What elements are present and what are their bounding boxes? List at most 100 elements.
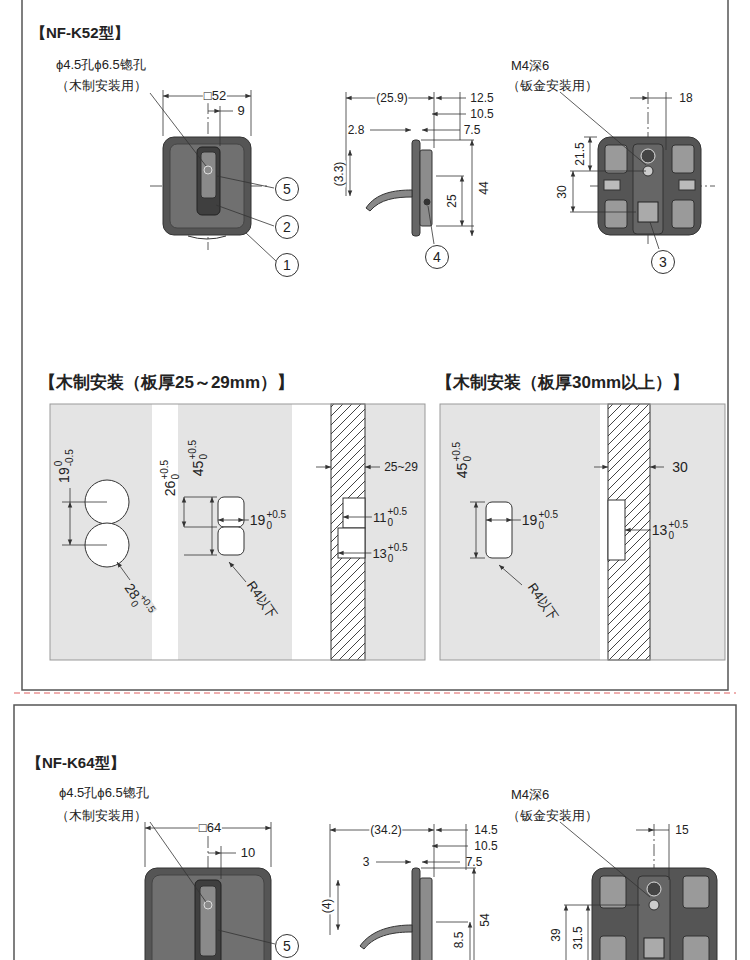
label: 【NF-K52型】: [30, 25, 130, 41]
label: 7.5: [463, 124, 482, 137]
dimension: 19+0.50: [521, 510, 559, 531]
label: （钣金安装用）: [506, 809, 599, 823]
label-text: M4深6: [511, 59, 549, 73]
label-text: 30: [672, 460, 688, 475]
tolerance: +0.50: [188, 440, 209, 460]
label: 44: [478, 180, 491, 195]
label-text: 30: [556, 185, 569, 198]
dimension-value: 19: [250, 513, 266, 528]
label: （木制安装用）: [55, 809, 148, 823]
label-text: □64: [199, 821, 221, 835]
label-text: 3: [363, 856, 370, 869]
label: 【木制安装（板厚30mm以上）】: [435, 374, 690, 392]
label-text: ϕ4.5孔ϕ6.5锪孔: [56, 58, 146, 72]
label-text: 54: [479, 913, 492, 926]
callout-number: 1: [283, 258, 291, 272]
tolerance-value: 0: [198, 440, 209, 460]
tolerance-value: 0: [170, 460, 181, 480]
label: 21.5: [574, 141, 587, 166]
tolerance: +0.50: [266, 510, 286, 531]
label-text: M4深6: [511, 788, 549, 802]
label-text: 25~29: [384, 461, 418, 474]
callout-circle: 2: [275, 215, 299, 239]
dimension-value: 13: [652, 523, 668, 538]
callout-number: 4: [433, 250, 441, 264]
tolerance-value: +0.5: [160, 460, 171, 480]
label: 30: [556, 184, 569, 199]
label: 【木制安装（板厚25～29mm）】: [38, 374, 295, 392]
label: 3: [362, 856, 371, 869]
tolerance-value: +0.5: [188, 440, 199, 460]
label-text: （钣金安装用）: [507, 79, 598, 93]
label: 14.5: [473, 824, 498, 837]
dimension: 190-0.5: [54, 448, 75, 484]
label-text: 10.5: [474, 840, 497, 853]
label-text: （钣金安装用）: [507, 809, 598, 823]
label-text: （木制安装用）: [56, 809, 147, 823]
label: ϕ4.5孔ϕ6.5锪孔: [55, 58, 147, 72]
label: 10: [240, 846, 256, 860]
section-title: 【木制安装（板厚30mm以上）】: [436, 374, 689, 392]
dimension: 45+0.50: [452, 441, 473, 479]
label: 12.5: [469, 92, 494, 105]
tolerance-value: 0: [668, 530, 688, 541]
label: M4深6: [510, 59, 550, 73]
label-text: 31.5: [572, 926, 585, 949]
label: □52: [203, 89, 227, 103]
dimension-value: 26: [163, 481, 178, 497]
label-text: (4): [321, 899, 334, 914]
label-text: 44: [478, 181, 491, 194]
label-text: 15: [675, 824, 688, 837]
label: 15: [674, 824, 689, 837]
dimension-value: 45: [191, 461, 206, 477]
label: 18: [678, 92, 693, 105]
label-text: 21.5: [574, 142, 587, 165]
callout-number: 5: [283, 939, 291, 953]
label: M4深6: [510, 788, 550, 802]
dimension: 13+0.50: [371, 543, 408, 564]
label-text: ϕ4.5孔ϕ6.5锪孔: [59, 786, 149, 800]
label-text: (34.2): [370, 824, 401, 837]
label: 31.5: [572, 925, 585, 950]
tolerance-value: 0: [388, 553, 408, 564]
label-text: 7.5: [466, 856, 483, 869]
label: （木制安装用）: [55, 79, 148, 93]
label: 54: [479, 912, 492, 927]
label-text: 2.8: [348, 124, 365, 137]
tolerance-value: -0.5: [64, 449, 75, 466]
dimension: 28+0.50: [118, 578, 157, 621]
tolerance-value: +0.5: [538, 510, 558, 521]
label-text: (25.9): [376, 92, 407, 105]
callout-number: 3: [659, 255, 667, 269]
label: 【NF-K64型】: [26, 755, 126, 771]
tolerance-value: +0.5: [388, 543, 408, 554]
tolerance: +0.50: [538, 510, 558, 531]
tolerance: +0.50: [388, 543, 408, 564]
label-text: 10: [241, 846, 255, 860]
tolerance-value: +0.5: [387, 507, 407, 518]
section-title: 【木制安装（板厚25～29mm）】: [39, 374, 294, 392]
callout-number: 2: [283, 220, 291, 234]
tolerance-value: +0.5: [668, 520, 688, 531]
label-text: 14.5: [474, 824, 497, 837]
label: 2.8: [347, 124, 366, 137]
callout-circle: 5: [275, 934, 299, 958]
tolerance: +0.50: [160, 460, 181, 480]
dimension-value: 19: [57, 467, 72, 483]
label-text: 8.5: [453, 932, 466, 949]
tolerance-value: 0: [538, 520, 558, 531]
label-text: 39: [550, 928, 563, 941]
label: R4以下: [525, 580, 562, 624]
tolerance: +0.50: [387, 507, 407, 528]
label-text: （木制安装用）: [56, 79, 147, 93]
dimension: 45+0.50: [188, 439, 209, 477]
label: 25~29: [383, 461, 419, 474]
dimension: 19+0.50: [249, 510, 287, 531]
label: (25.9): [375, 92, 408, 105]
tolerance: 0-0.5: [54, 449, 75, 466]
dimension-value: 19: [522, 513, 538, 528]
label: 8.5: [453, 931, 466, 950]
label: 7.5: [465, 856, 484, 869]
